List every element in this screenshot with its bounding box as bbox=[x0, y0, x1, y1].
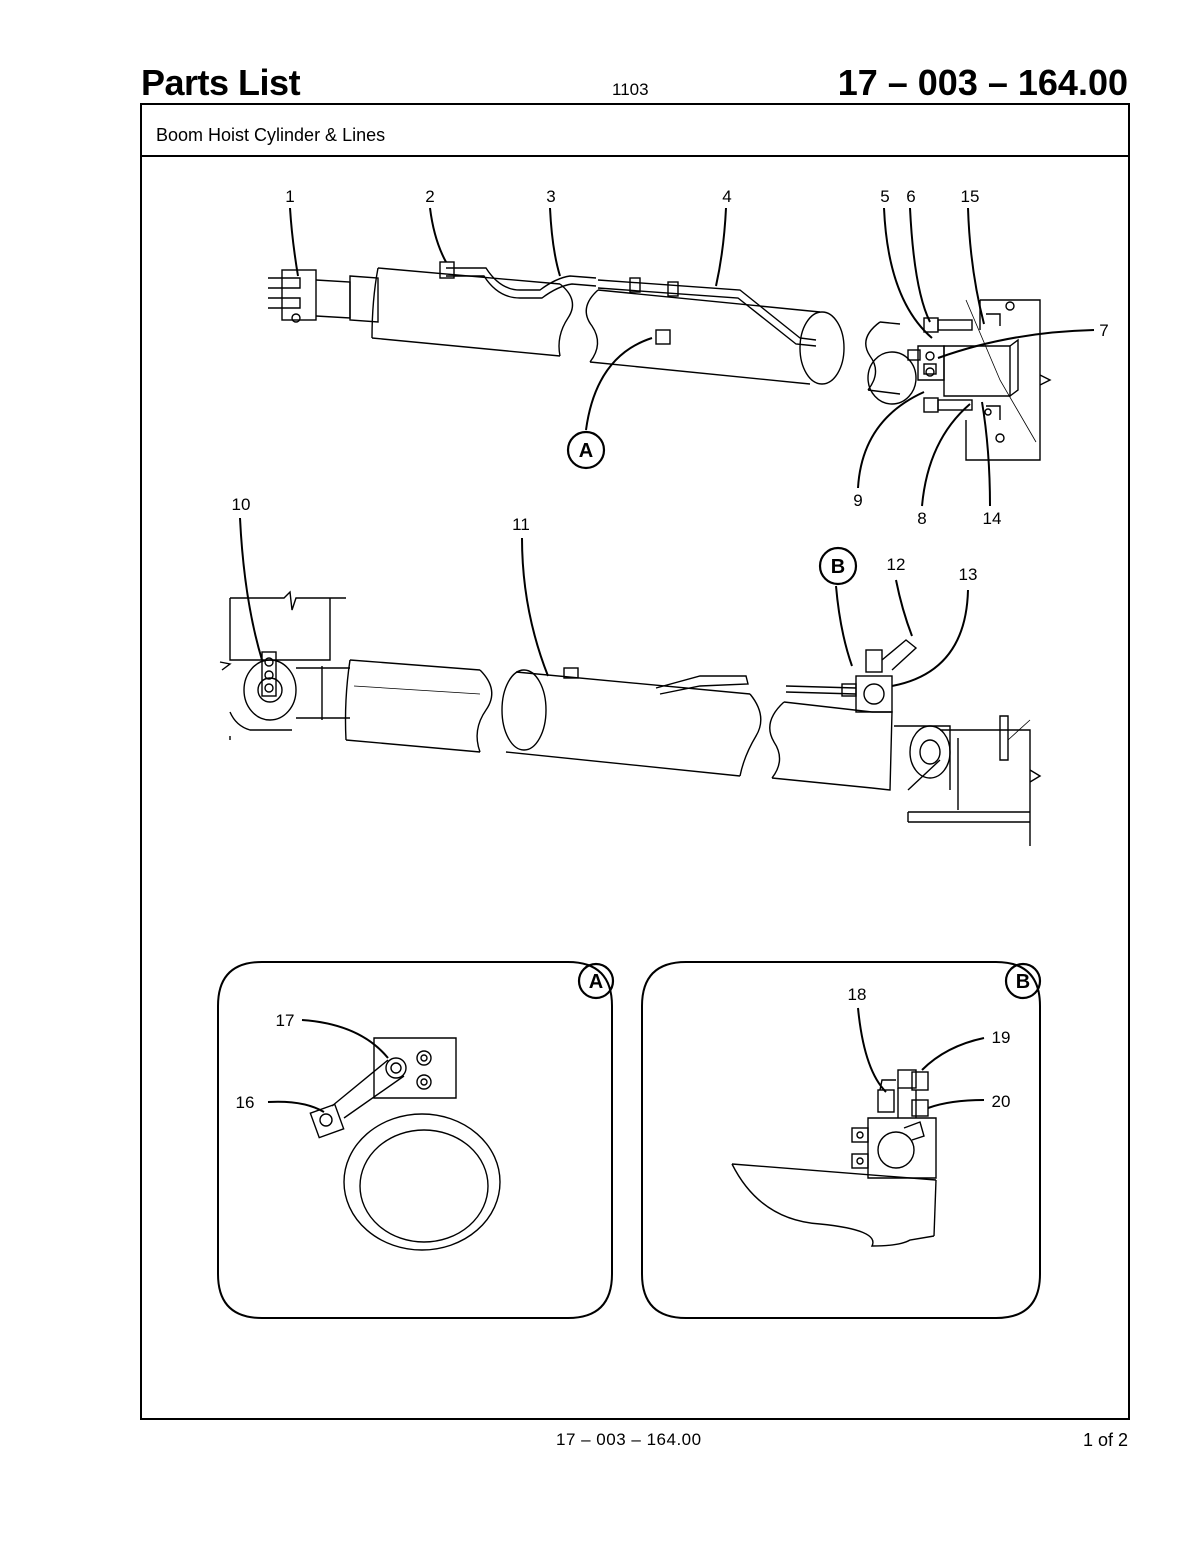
detail-a-panel-marker-circle bbox=[577, 962, 615, 1000]
callout-18: 18 bbox=[848, 985, 867, 1004]
callout-13: 13 bbox=[959, 565, 978, 584]
footer-page-number: 1 of 2 bbox=[1082, 1430, 1128, 1450]
upper-leader-lines bbox=[289, 207, 1095, 507]
callout-15: 15 bbox=[961, 187, 980, 206]
section-title: Boom Hoist Cylinder & Lines bbox=[156, 125, 386, 145]
callout-16: 16 bbox=[236, 1093, 255, 1112]
detail-a-marker: A bbox=[579, 440, 593, 462]
callout-9: 9 bbox=[853, 491, 862, 510]
upper-cylinder-assembly bbox=[268, 261, 1052, 461]
detail-b-marker-circle bbox=[818, 546, 858, 586]
callout-7: 7 bbox=[1099, 321, 1108, 340]
page-title: Parts List bbox=[141, 62, 301, 103]
footer-document-number: 17 – 003 – 164.00 bbox=[556, 1430, 702, 1449]
lower-leader-lines bbox=[239, 517, 969, 687]
callout-10: 10 bbox=[232, 495, 251, 514]
callout-14: 14 bbox=[983, 509, 1002, 528]
detail-b-panel bbox=[641, 961, 1041, 1319]
detail-b-leaders bbox=[857, 1007, 985, 1109]
callout-8: 8 bbox=[917, 509, 926, 528]
callout-11: 11 bbox=[512, 515, 530, 534]
callout-20: 20 bbox=[992, 1092, 1011, 1111]
detail-b-marker: B bbox=[831, 556, 845, 578]
detail-a-marker-circle bbox=[566, 430, 606, 470]
section-title-bar: Boom Hoist Cylinder & Lines bbox=[142, 105, 1128, 157]
callout-12: 12 bbox=[887, 555, 906, 574]
callout-5: 5 bbox=[880, 187, 889, 206]
callout-1: 1 bbox=[285, 187, 294, 206]
detail-a-leaders bbox=[267, 1019, 389, 1113]
callout-17: 17 bbox=[276, 1011, 295, 1030]
document-number: 17 – 003 – 164.00 bbox=[837, 62, 1128, 103]
drawing-frame: Boom Hoist Cylinder & Lines bbox=[140, 103, 1130, 1420]
callout-19: 19 bbox=[992, 1028, 1011, 1047]
date-code: 1103 bbox=[612, 80, 649, 99]
detail-b-panel-marker: B bbox=[1016, 971, 1030, 993]
detail-b-panel-marker-circle bbox=[1004, 962, 1042, 1000]
callout-6: 6 bbox=[906, 187, 915, 206]
callout-4: 4 bbox=[722, 187, 731, 206]
callout-3: 3 bbox=[546, 187, 555, 206]
detail-a-panel bbox=[217, 961, 613, 1319]
lower-cylinder-assembly bbox=[219, 590, 1042, 846]
callout-2: 2 bbox=[425, 187, 434, 206]
detail-a-panel-marker: A bbox=[589, 971, 603, 993]
